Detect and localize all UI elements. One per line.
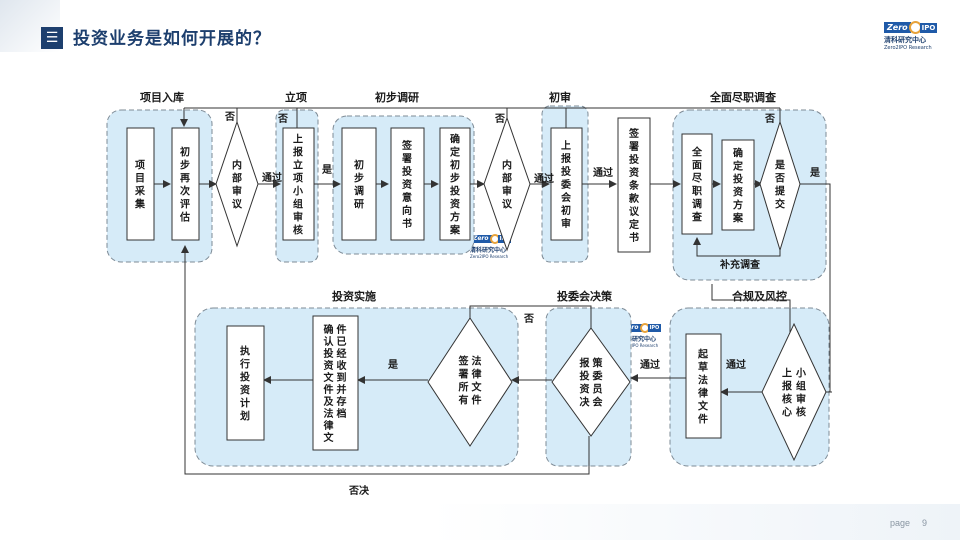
edge-label-pass: 通过: [534, 172, 554, 185]
node-internal-review-1-label: 内部审议: [232, 159, 243, 211]
edge-label-no: 否: [764, 113, 775, 125]
node-full-dd: [681, 133, 713, 235]
node-internal-review-2-label: 内部审议: [502, 159, 513, 211]
page-number: 9: [922, 518, 928, 528]
node-sign-terms: [617, 117, 651, 253]
node-draft-legal: [685, 333, 722, 439]
node-sign-terms-label: 签署投资条款议定书: [628, 127, 640, 244]
page-title: 投资业务是如何开展的？: [73, 29, 271, 49]
node-committee-decision-label: 报投资决策委员会: [580, 357, 604, 409]
edge-label-pass: 通过: [262, 171, 282, 184]
brand-logo: Zero IPO 清科研究中心 Zero2IPO Research: [884, 21, 944, 51]
node-committee-first-review-label: 上报投委会初审: [560, 139, 572, 230]
reject-line-committee: [469, 305, 592, 328]
edge-label-yes: 是: [809, 167, 820, 179]
edge-label-pass: 通过: [640, 358, 660, 371]
edge-label-no: 否: [494, 113, 505, 125]
logo-cn-text: 清科研究中心: [470, 247, 507, 254]
node-internal-review-1: [215, 120, 259, 248]
stage-label-due-diligence: 全面尽职调查: [709, 90, 776, 104]
node-confirm-docs: [312, 315, 359, 451]
node-report-approval: [282, 127, 315, 241]
edge-label-veto: 否决: [348, 484, 370, 497]
stage-label-compliance: 合规及风控: [732, 289, 787, 303]
node-collect: [126, 127, 155, 241]
stage-label-first-review: 初审: [549, 90, 571, 104]
node-prelim-research-label: 初步调研: [354, 159, 364, 211]
edge-label-pass: 通过: [593, 166, 613, 179]
menu-icon[interactable]: ☰: [41, 27, 63, 49]
node-reassess: [171, 127, 200, 241]
veto-loop: [181, 245, 590, 475]
edge-label-supplement: 补充调查: [719, 258, 761, 271]
logo-cn-text: 清科研究中心: [620, 336, 657, 343]
logo-ipo-text: IPO: [919, 22, 938, 33]
node-prelim-research: [341, 127, 377, 241]
node-prelim-plan: [439, 127, 471, 241]
stage-label-approval: 立项: [285, 90, 307, 104]
edge-label-no: 否: [523, 313, 534, 325]
edge-label-yes: 是: [321, 164, 332, 176]
stage-label-implementation: 投资实施: [332, 289, 376, 303]
node-draft-legal-label: 起草法律文件: [697, 348, 709, 426]
node-core-review: [761, 322, 827, 462]
edge-label-pass: 通过: [726, 358, 746, 371]
logo-zero-text: Zero: [884, 22, 911, 33]
yes-line-compliance: [800, 183, 832, 393]
logo-cn-text: 清科研究中心: [884, 36, 926, 44]
node-sign-intent-label: 签署投资意向书: [401, 139, 413, 230]
node-committee-decision: [551, 327, 631, 437]
node-execute-plan-label: 执行投资计划: [239, 345, 250, 423]
node-core-review-label: 上报核心小组审核: [782, 367, 806, 419]
edge-label-yes: 是: [387, 359, 398, 371]
node-confirm-plan: [721, 139, 755, 231]
node-execute-plan: [226, 325, 265, 441]
node-committee-first-review: [550, 127, 583, 241]
node-reassess-label: 初步再次评估: [179, 146, 190, 224]
logo-en-text: Zero2IPO Research: [620, 343, 659, 348]
node-text-layer: 项目采集 初步再次评估 内部审议 上报立项小组审核 初步调研 签署投资意向书 确…: [134, 127, 806, 444]
node-full-dd-label: 全面尽职调查: [691, 146, 703, 224]
node-confirm-plan-label: 确定投资方案: [732, 147, 744, 225]
node-submit-decision-label: 是否提交: [774, 160, 786, 211]
reject-line-compliance: [711, 284, 791, 350]
node-prelim-plan-label: 确定初步投资方案: [449, 133, 461, 237]
stage-label-committee: 投委会决策: [557, 289, 613, 303]
logo-en-text: Zero2IPO Research: [470, 254, 509, 259]
node-collect-label: 项目采集: [134, 160, 146, 211]
node-legal-signed: [427, 317, 513, 447]
footer-gradient: [430, 504, 960, 540]
node-legal-signed-label: 签署所有法律文件: [458, 355, 483, 407]
node-confirm-docs-label: 确认投资文件及法律文件已经收到并存档: [324, 323, 347, 444]
node-internal-review-2: [483, 116, 531, 252]
logo-ipo-text: IPO: [647, 324, 662, 332]
node-submit-decision: [759, 120, 801, 252]
stage-label-intake: 项目入库: [140, 90, 184, 104]
edge-label-no: 否: [277, 113, 288, 125]
page-label: page: [890, 518, 911, 528]
node-report-approval-label: 上报立项小组审核: [292, 133, 303, 237]
edge-label-no: 否: [224, 111, 235, 123]
node-sign-intent: [390, 127, 425, 241]
logo-zero-text: Zero: [470, 235, 492, 243]
stage-label-research: 初步调研: [375, 90, 419, 104]
logo-en-text: Zero2IPO Research: [884, 45, 932, 51]
